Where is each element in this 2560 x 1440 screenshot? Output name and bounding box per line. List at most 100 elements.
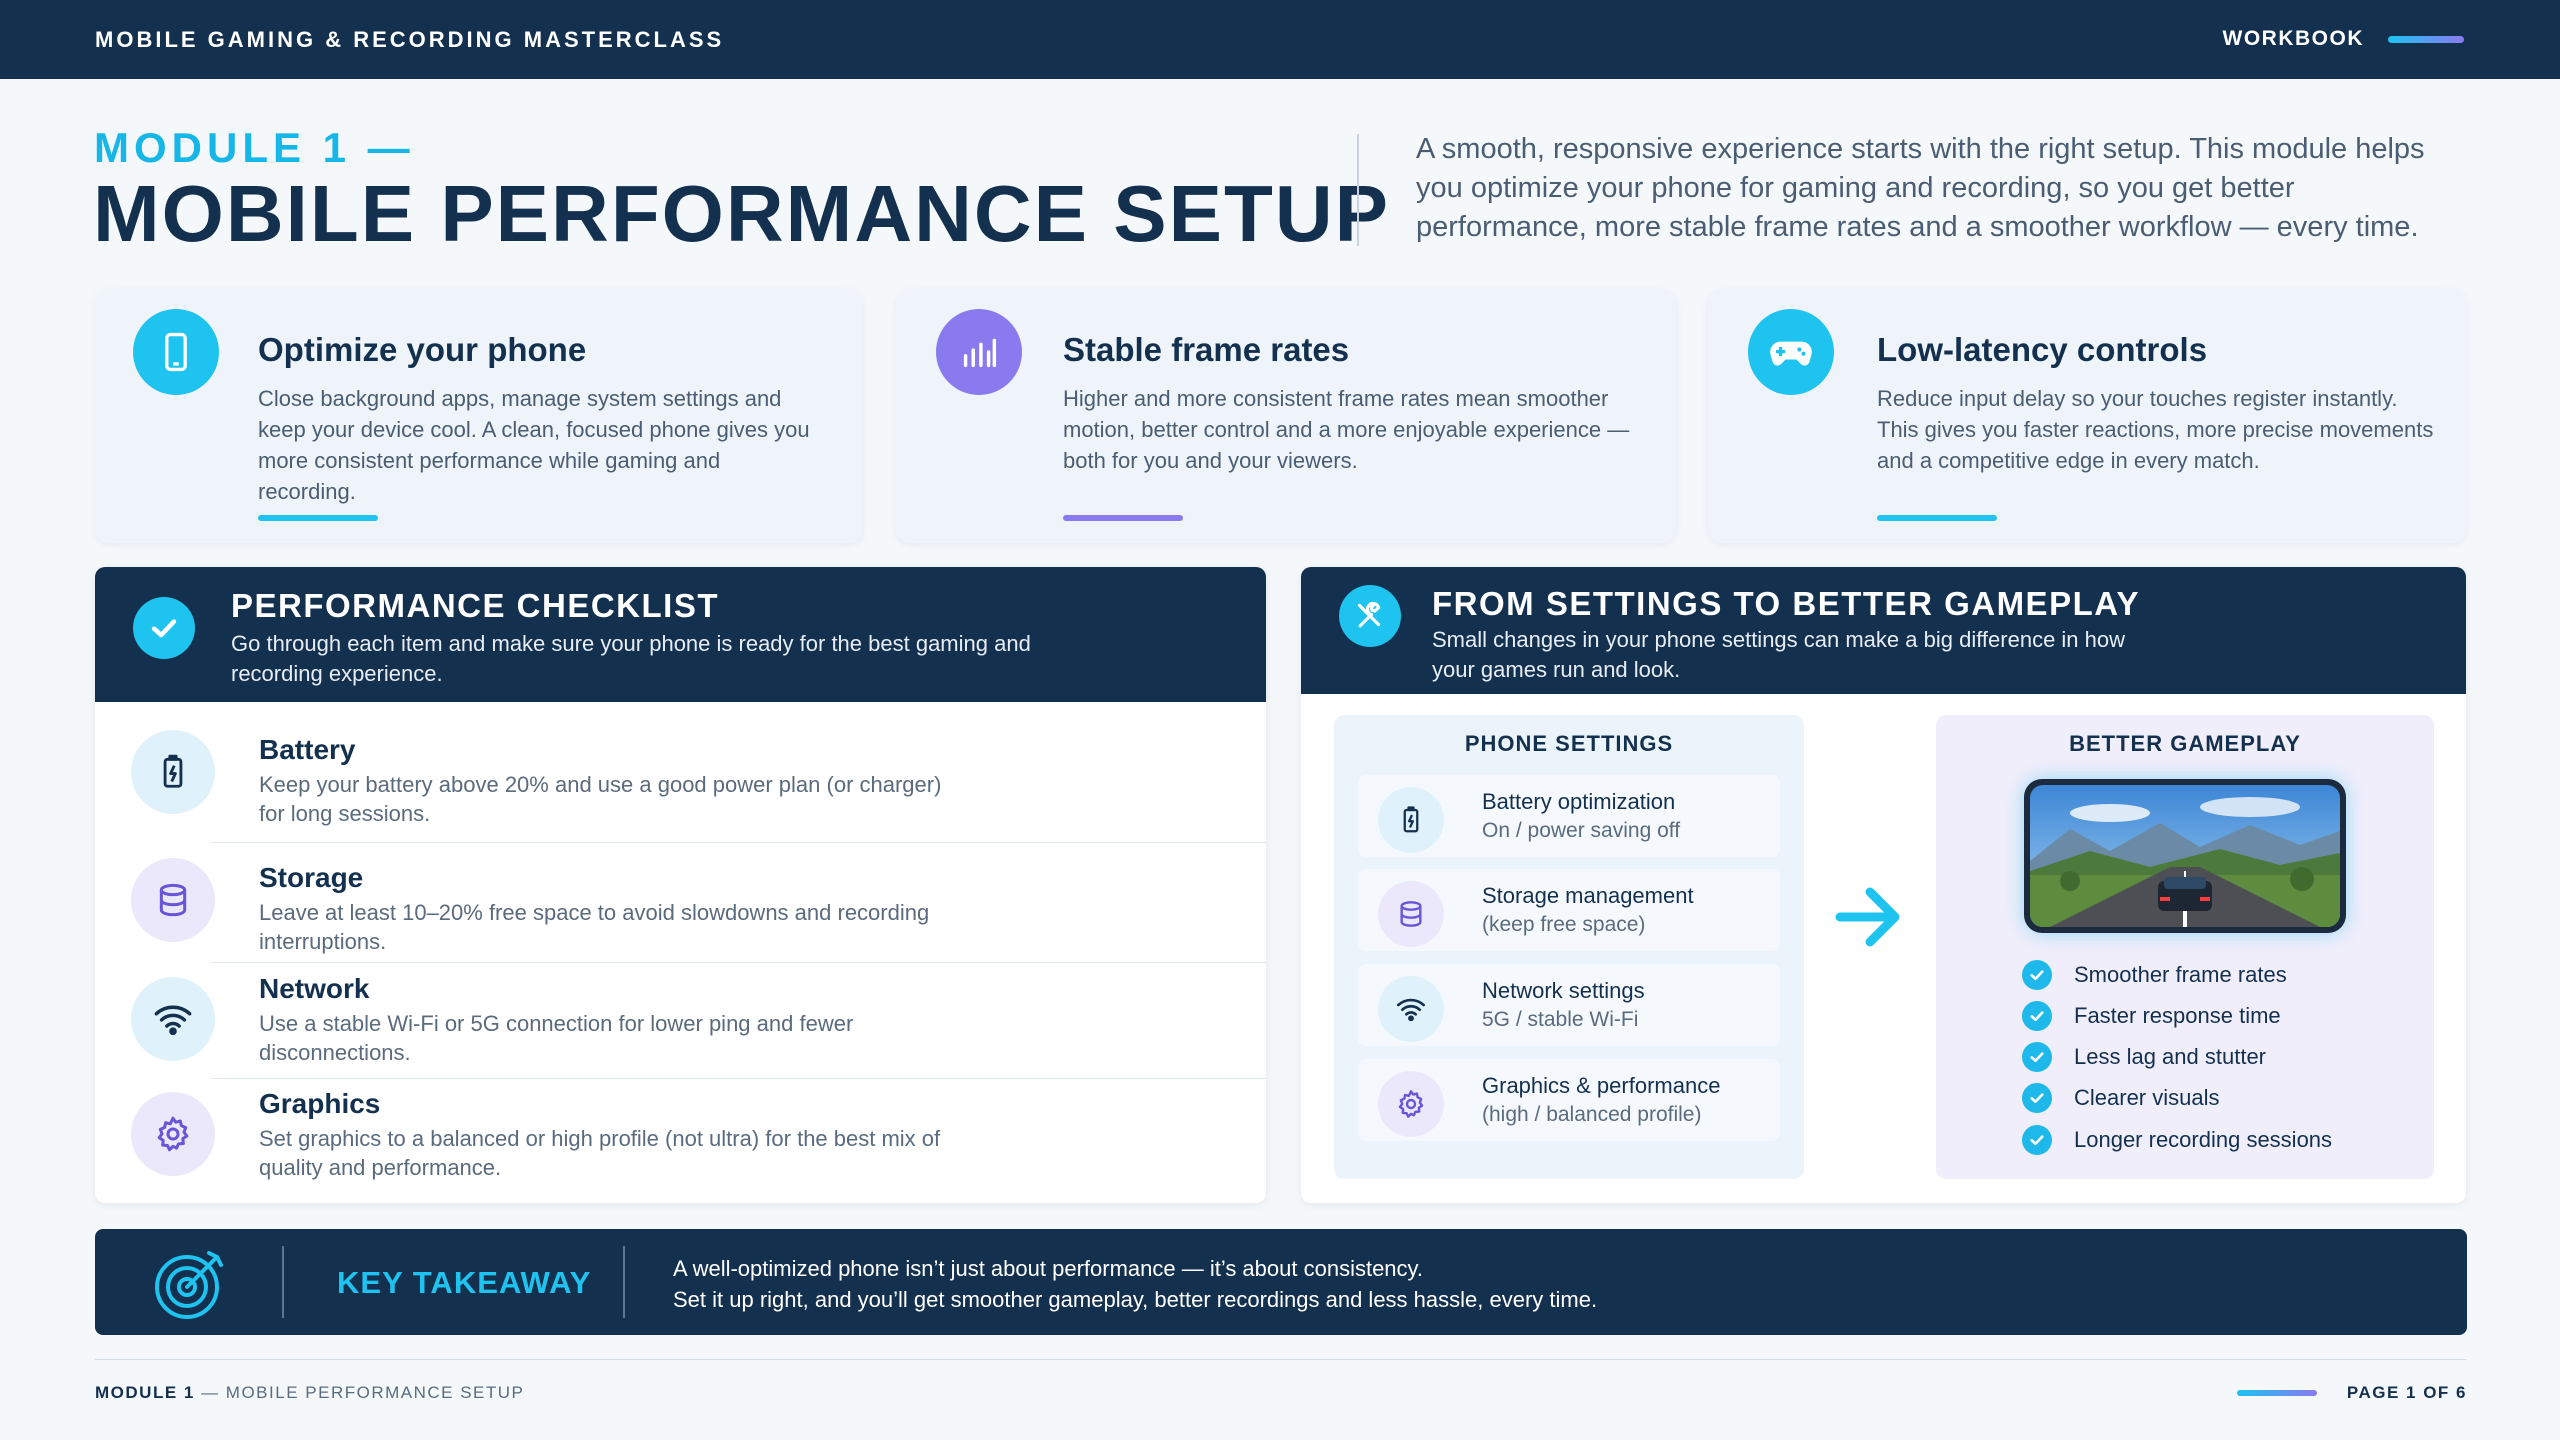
accent-bar bbox=[2388, 35, 2464, 43]
checklist-item-name: Network bbox=[259, 973, 370, 1004]
wifi-icon bbox=[131, 977, 215, 1061]
settings-panel-title: FROM SETTINGS TO BETTER GAMEPLAY bbox=[1432, 585, 2141, 622]
setting-network: Network settings 5G / stable Wi-Fi bbox=[1358, 964, 1780, 1046]
settings-panel-subtitle: Small changes in your phone settings can… bbox=[1432, 627, 2126, 682]
setting-battery: Battery optimization On / power saving o… bbox=[1358, 775, 1780, 857]
bar-chart-icon bbox=[936, 309, 1022, 395]
top-bar: MOBILE GAMING & RECORDING MASTERCLASS WO… bbox=[0, 0, 2560, 79]
feature-text: Reduce input delay so your touches regis… bbox=[1877, 386, 2434, 473]
row-divider bbox=[211, 842, 1266, 843]
feature-card-frame-rates: Stable frame rates Higher and more consi… bbox=[896, 289, 1676, 543]
battery-icon bbox=[1378, 787, 1444, 853]
feature-text: Higher and more consistent frame rates m… bbox=[1063, 386, 1630, 473]
benefit-label: Smoother frame rates bbox=[2074, 962, 2287, 987]
settings-panel-header: FROM SETTINGS TO BETTER GAMEPLAY Small c… bbox=[1301, 567, 2466, 694]
setting-name: Storage management bbox=[1482, 883, 1694, 908]
takeaway-label: KEY TAKEAWAY bbox=[337, 1265, 592, 1300]
setting-storage: Storage management (keep free space) bbox=[1358, 869, 1780, 951]
checklist-item-desc: Leave at least 10–20% free space to avoi… bbox=[259, 900, 930, 954]
row-divider bbox=[211, 1078, 1266, 1079]
intro-text: A smooth, responsive experience starts w… bbox=[1416, 133, 2425, 243]
checklist-item-name: Storage bbox=[259, 862, 364, 893]
check-icon bbox=[2022, 1042, 2052, 1072]
racing-game-screenshot bbox=[2030, 785, 2340, 927]
gamepad-icon bbox=[1748, 309, 1834, 395]
page-title: MOBILE PERFORMANCE SETUP bbox=[93, 169, 1390, 258]
module-kicker: MODULE 1 — bbox=[94, 124, 415, 171]
footer-section: — MOBILE PERFORMANCE SETUP bbox=[201, 1383, 525, 1402]
setting-name: Network settings bbox=[1482, 978, 1645, 1003]
phone-settings-column: PHONE SETTINGS Battery optimization On /… bbox=[1334, 715, 1804, 1179]
check-icon bbox=[2022, 1083, 2052, 1113]
checklist-item-graphics: Graphics Set graphics to a balanced or h… bbox=[131, 1088, 1243, 1202]
setting-graphics: Graphics & performance (high / balanced … bbox=[1358, 1059, 1780, 1141]
checklist-header: PERFORMANCE CHECKLIST Go through each it… bbox=[95, 567, 1266, 702]
check-icon bbox=[2022, 1125, 2052, 1155]
storage-icon bbox=[1378, 881, 1444, 947]
better-gameplay-title: BETTER GAMEPLAY bbox=[2069, 731, 2301, 756]
accent-bar bbox=[2236, 1390, 2317, 1396]
checklist-item-battery: Battery Keep your battery above 20% and … bbox=[131, 730, 1243, 840]
takeaway-line: Set it up right, and you’ll get smoother… bbox=[673, 1287, 1598, 1312]
footer-module-label: MODULE 1 — MOBILE PERFORMANCE SETUP bbox=[95, 1383, 524, 1403]
check-icon bbox=[2022, 1001, 2052, 1031]
feature-underline bbox=[258, 515, 378, 521]
takeaway-divider bbox=[282, 1246, 284, 1318]
setting-name: Graphics & performance bbox=[1482, 1073, 1721, 1098]
checklist-title: PERFORMANCE CHECKLIST bbox=[231, 587, 720, 624]
checklist-item-name: Graphics bbox=[259, 1088, 381, 1119]
setting-value: (high / balanced profile) bbox=[1482, 1103, 1702, 1126]
course-title: MOBILE GAMING & RECORDING MASTERCLASS bbox=[95, 27, 725, 52]
target-icon bbox=[153, 1245, 229, 1326]
battery-icon bbox=[131, 730, 215, 814]
benefit-item: Faster response time bbox=[2022, 1001, 2281, 1031]
checklist-item-desc: Set graphics to a balanced or high profi… bbox=[259, 1126, 941, 1180]
footer-divider bbox=[95, 1359, 2467, 1360]
better-gameplay-column: BETTER GAMEPLAY bbox=[1936, 715, 2434, 1179]
setting-value: On / power saving off bbox=[1482, 819, 1681, 842]
feature-title: Stable frame rates bbox=[1063, 331, 1350, 368]
checklist-subtitle: Go through each item and make sure your … bbox=[231, 631, 1031, 686]
row-divider bbox=[211, 962, 1266, 963]
storage-icon bbox=[131, 858, 215, 942]
gameplay-phone-image bbox=[2024, 779, 2346, 933]
feature-title: Low-latency controls bbox=[1877, 331, 2208, 368]
benefit-item: Longer recording sessions bbox=[2022, 1125, 2332, 1155]
benefit-label: Longer recording sessions bbox=[2074, 1127, 2333, 1152]
feature-underline bbox=[1877, 515, 1997, 521]
benefit-item: Smoother frame rates bbox=[2022, 960, 2287, 990]
feature-card-optimize: Optimize your phone Close background app… bbox=[95, 289, 863, 543]
check-circle-icon bbox=[133, 597, 195, 659]
takeaway-divider bbox=[623, 1246, 625, 1318]
checklist-item-name: Battery bbox=[259, 734, 356, 765]
checklist-item-storage: Storage Leave at least 10–20% free space… bbox=[131, 858, 1243, 968]
feature-underline bbox=[1063, 515, 1183, 521]
footer-module: MODULE 1 bbox=[95, 1383, 195, 1402]
takeaway-text: A well-optimized phone isn’t just about … bbox=[673, 1253, 1597, 1315]
arrow-right-icon bbox=[1834, 884, 1904, 955]
benefit-item: Less lag and stutter bbox=[2022, 1042, 2266, 1072]
takeaway-line: A well-optimized phone isn’t just about … bbox=[673, 1256, 1424, 1281]
feature-title: Optimize your phone bbox=[258, 331, 587, 368]
tools-icon bbox=[1339, 585, 1401, 647]
setting-value: 5G / stable Wi-Fi bbox=[1482, 1008, 1639, 1031]
workbook-label: WORKBOOK bbox=[2222, 27, 2364, 50]
topbar-right: WORKBOOK bbox=[2222, 27, 2464, 51]
phone-icon bbox=[133, 309, 219, 395]
page-number: PAGE 1 OF 6 bbox=[2346, 1383, 2467, 1402]
checklist-item-desc: Keep your battery above 20% and use a go… bbox=[259, 772, 942, 826]
gear-icon bbox=[131, 1092, 215, 1176]
benefit-item: Clearer visuals bbox=[2022, 1083, 2220, 1113]
gear-icon bbox=[1378, 1071, 1444, 1137]
setting-name: Battery optimization bbox=[1482, 789, 1676, 814]
check-icon bbox=[2022, 960, 2052, 990]
wifi-icon bbox=[1378, 976, 1444, 1042]
feature-text: Close background apps, manage system set… bbox=[258, 386, 810, 504]
setting-value: (keep free space) bbox=[1482, 913, 1646, 936]
footer-page-indicator: PAGE 1 OF 6 bbox=[2236, 1383, 2467, 1403]
benefit-label: Less lag and stutter bbox=[2074, 1044, 2267, 1069]
checklist-panel: PERFORMANCE CHECKLIST Go through each it… bbox=[95, 567, 1266, 1203]
key-takeaway-banner: KEY TAKEAWAY A well-optimized phone isn’… bbox=[95, 1229, 2467, 1335]
header-divider bbox=[1357, 134, 1359, 246]
benefit-label: Faster response time bbox=[2074, 1003, 2281, 1028]
